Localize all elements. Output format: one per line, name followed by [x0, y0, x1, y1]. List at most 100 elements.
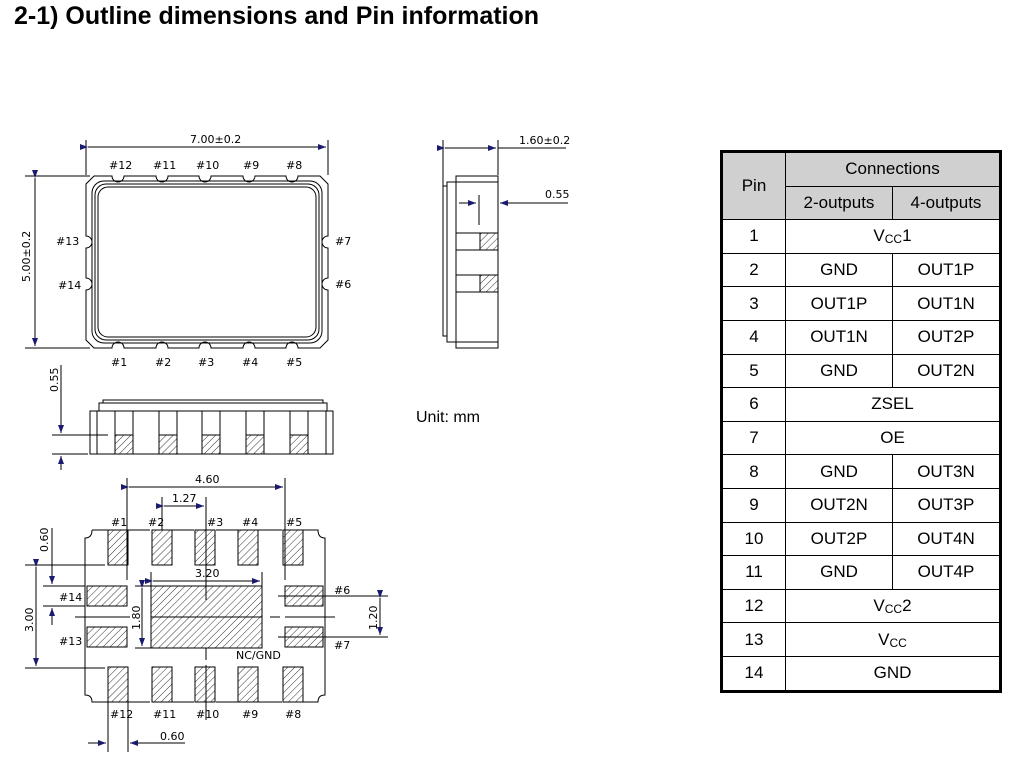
- pin-number: 14: [721, 655, 786, 692]
- pin-connection: VCC1: [785, 219, 1001, 254]
- pin-label: #11: [153, 159, 176, 172]
- pin-connection: OE: [785, 420, 1001, 456]
- pin-4-outputs: OUT4P: [892, 555, 1001, 590]
- pin-4-outputs: OUT3N: [892, 454, 1001, 489]
- pin-label: #8: [285, 708, 301, 721]
- supply-symbol: V: [873, 226, 885, 246]
- pin-4-outputs: OUT3P: [892, 487, 1001, 523]
- pin-number: 1: [721, 219, 786, 254]
- footprint-row-spacing-dim: 3.00: [23, 608, 36, 633]
- pin-4-outputs: OUT1N: [892, 286, 1001, 321]
- pin-label: #6: [335, 278, 351, 291]
- side-thickness-dim: 1.60±0.2: [519, 134, 570, 147]
- pin-connection: VCC2: [785, 588, 1001, 624]
- pin-label: #10: [196, 708, 219, 721]
- pin-label: #12: [109, 159, 132, 172]
- footprint-center-height-dim: 1.80: [130, 606, 143, 631]
- pin-number: 7: [721, 420, 786, 456]
- pin-label: #2: [148, 516, 164, 529]
- side-pad-dim: 0.55: [545, 188, 570, 201]
- pin-label: #7: [335, 235, 351, 248]
- footprint-center-width-dim: 3.20: [195, 567, 220, 580]
- pin-label: #1: [111, 356, 127, 369]
- footprint-pad-length-dim: 0.60: [38, 528, 51, 553]
- footprint-pad-width-dim: 0.60: [160, 730, 185, 743]
- header-4-outputs: 4-outputs: [892, 185, 1001, 221]
- pin-2-outputs: OUT2P: [785, 521, 893, 557]
- pin-label: #14: [59, 591, 82, 604]
- header-2-outputs: 2-outputs: [785, 185, 893, 221]
- page-title: 2-1) Outline dimensions and Pin informat…: [14, 2, 540, 30]
- pin-label: #8: [286, 159, 302, 172]
- header-pin: Pin: [721, 150, 786, 221]
- pin-label: #5: [286, 356, 302, 369]
- top-view-pin-labels: #12 #11 #10 #9 #8 #1 #2 #3 #4 #5 #13 #14…: [56, 159, 351, 369]
- pin-connection: VCC: [785, 622, 1001, 657]
- pin-number: 5: [721, 353, 786, 389]
- pin-2-outputs: GND: [785, 555, 893, 590]
- pin-2-outputs: GND: [785, 454, 893, 489]
- pin-number: 8: [721, 454, 786, 489]
- pin-2-outputs: GND: [785, 353, 893, 389]
- pin-4-outputs: OUT1P: [892, 252, 1001, 288]
- pin-label: #12: [110, 708, 133, 721]
- pin-2-outputs: OUT1P: [785, 286, 893, 321]
- footprint-pitch-dim: 1.27: [172, 492, 197, 505]
- pin-label: #14: [58, 279, 81, 292]
- pin-number: 9: [721, 487, 786, 523]
- pin-label: #5: [286, 516, 302, 529]
- pin-label: #10: [196, 159, 219, 172]
- front-view: [52, 365, 334, 470]
- supply-subscript: CC: [884, 602, 903, 617]
- pin-number: 12: [721, 588, 786, 624]
- pin-label: #2: [155, 356, 171, 369]
- supply-suffix: 2: [902, 596, 912, 616]
- pin-label: #3: [207, 516, 223, 529]
- pin-label: #3: [198, 356, 214, 369]
- pin-label: #1: [111, 516, 127, 529]
- top-width-dim: 7.00±0.2: [190, 133, 241, 146]
- pin-4-outputs: OUT2N: [892, 353, 1001, 389]
- pin-label: #6: [334, 584, 350, 597]
- front-pad-height-dim: 0.55: [48, 368, 61, 393]
- pin-number: 11: [721, 555, 786, 590]
- pin-number: 6: [721, 387, 786, 422]
- supply-symbol: V: [873, 596, 885, 616]
- pin-number: 13: [721, 622, 786, 657]
- unit-label: Unit: mm: [416, 409, 480, 426]
- supply-subscript: CC: [884, 232, 903, 247]
- pin-label: #11: [153, 708, 176, 721]
- pin-number: 10: [721, 521, 786, 557]
- pin-label: #13: [56, 235, 79, 248]
- pin-number: 2: [721, 252, 786, 288]
- top-view: [25, 140, 329, 349]
- pin-2-outputs: GND: [785, 252, 893, 288]
- pin-label: #4: [242, 356, 258, 369]
- pin-2-outputs: OUT1N: [785, 319, 893, 355]
- footprint-pitch-outer-dim: 4.60: [195, 473, 220, 486]
- pin-label: #9: [243, 159, 259, 172]
- pin-4-outputs: OUT2P: [892, 319, 1001, 355]
- pin-connection: ZSEL: [785, 387, 1001, 422]
- pin-label: #13: [59, 635, 82, 648]
- top-height-dim: 5.00±0.2: [20, 231, 33, 282]
- pin-2-outputs: OUT2N: [785, 487, 893, 523]
- pin-label: #7: [334, 639, 350, 652]
- footprint-center-label: NC/GND: [236, 649, 281, 662]
- supply-subscript: CC: [889, 635, 907, 650]
